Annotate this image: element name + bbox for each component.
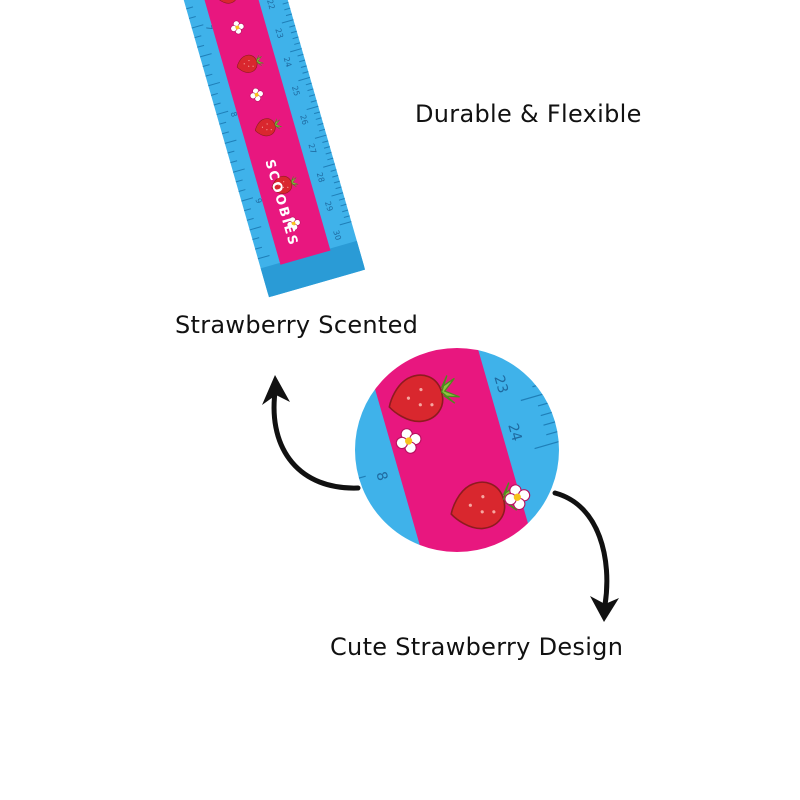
svg-text:26: 26 [298,114,309,126]
svg-text:29: 29 [323,200,334,212]
svg-text:22: 22 [265,0,276,11]
arrow-left-head-icon [262,375,290,405]
svg-text:24: 24 [504,422,524,444]
svg-text:27: 27 [306,143,317,155]
caption-strawberry-scented: Strawberry Scented [175,311,419,339]
svg-text:7: 7 [204,24,214,31]
svg-text:24: 24 [282,56,293,68]
ruler-strip: 22 23 24 25 26 27 28 29 30 7 8 9 SCOOBIE… [178,0,366,298]
caption-cute-strawberry-design: Cute Strawberry Design [330,633,624,661]
svg-text:9: 9 [253,197,263,204]
arrow-right-icon [552,490,610,608]
svg-text:30: 30 [331,229,342,241]
caption-durable-flexible: Durable & Flexible [415,100,642,128]
svg-text:8: 8 [372,470,390,483]
arrow-right-head-icon [590,596,619,622]
ruler-numbers: 22 23 24 25 26 27 28 29 30 [265,0,343,241]
svg-text:23: 23 [273,27,284,39]
arrow-left-icon [271,389,361,491]
svg-text:23: 23 [490,374,510,396]
svg-text:28: 28 [315,171,326,183]
svg-text:25: 25 [290,85,301,97]
svg-text:8: 8 [229,111,239,118]
svg-text:22: 22 [477,326,497,348]
